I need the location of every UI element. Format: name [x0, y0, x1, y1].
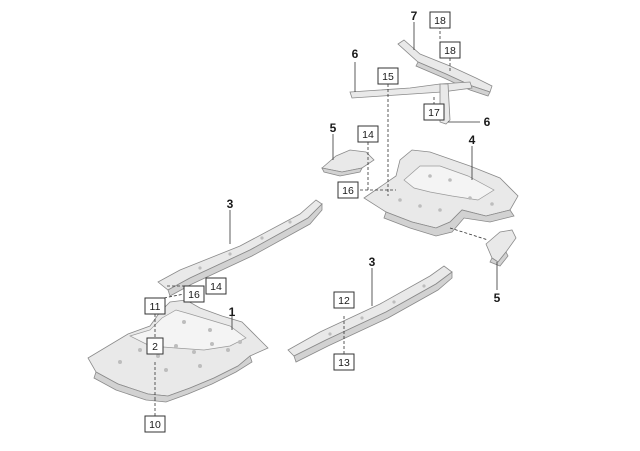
box-14-left: 14: [205, 277, 227, 295]
part-5-bracket-lower: [485, 229, 517, 267]
callout-1: 1: [229, 305, 236, 319]
callout-4: 4: [469, 133, 476, 147]
box-14-left-label: 14: [210, 281, 222, 293]
box-11: 11: [144, 297, 166, 315]
part-6-cross-member-left: [349, 81, 473, 99]
box-18-second-label: 18: [444, 45, 456, 57]
callout-6-left: 6: [352, 47, 359, 61]
box-17: 17: [423, 103, 445, 121]
box-13-label: 13: [338, 357, 350, 369]
box-16-right-label: 16: [342, 185, 354, 197]
part-1-front-underbody-panel: [87, 299, 269, 403]
box-16-left-label: 16: [188, 289, 200, 301]
box-15: 15: [377, 67, 399, 85]
box-12-label: 12: [338, 295, 350, 307]
part-3-right-side-rail: [287, 265, 453, 363]
box-14-right: 14: [357, 125, 379, 143]
box-16-left: 16: [183, 285, 205, 303]
box-17-label: 17: [428, 107, 440, 119]
callout-7: 7: [411, 9, 418, 23]
callout-5-upper: 5: [330, 121, 337, 135]
callout-5-lower: 5: [494, 291, 501, 305]
box-10: 10: [144, 415, 166, 433]
callout-6-right: 6: [484, 115, 491, 129]
box-2-label: 2: [152, 341, 158, 353]
box-13: 13: [333, 353, 355, 371]
part-5-bracket-upper: [321, 149, 375, 177]
box-18-top: 18: [429, 11, 451, 29]
box-14-right-label: 14: [362, 129, 374, 141]
box-12: 12: [333, 291, 355, 309]
box-18-second: 18: [439, 41, 461, 59]
box-15-label: 15: [382, 71, 394, 83]
callout-3-left: 3: [227, 197, 234, 211]
box-16-right: 16: [337, 181, 359, 199]
callout-3-right: 3: [369, 255, 376, 269]
box-11-label: 11: [150, 301, 161, 313]
part-3-left-side-rail: [157, 199, 323, 297]
box-10-label: 10: [149, 419, 161, 431]
part-4-rear-underbody-panel: [363, 149, 519, 237]
box-2: 2: [146, 337, 164, 355]
box-18-top-label: 18: [434, 15, 446, 27]
